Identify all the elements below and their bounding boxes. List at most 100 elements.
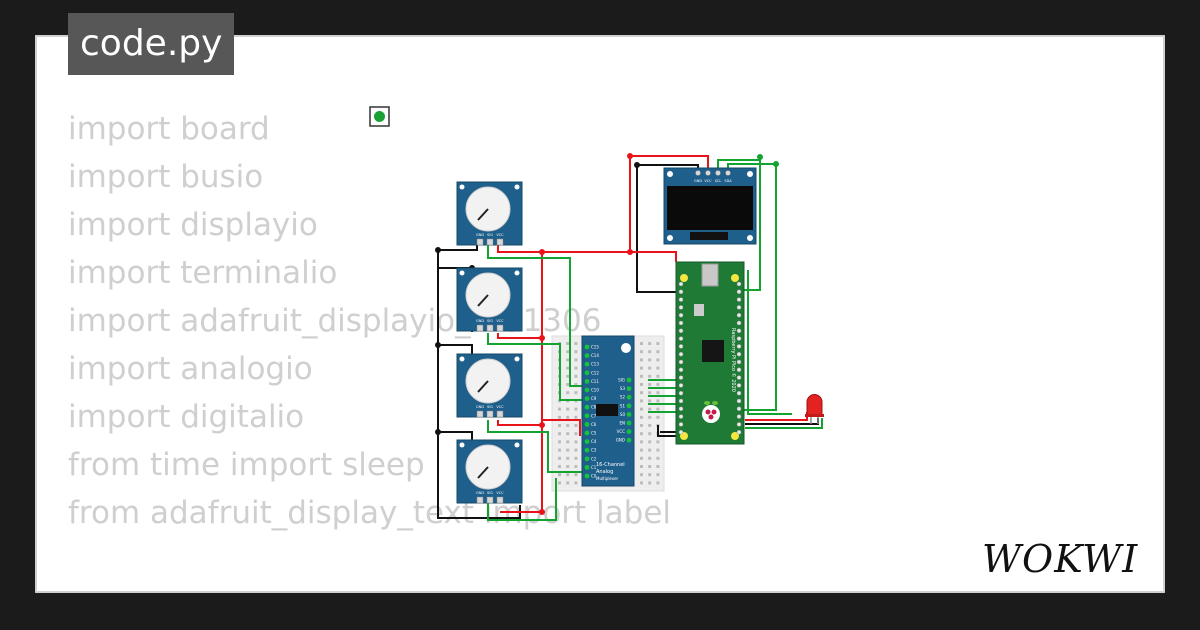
pico-pin[interactable] bbox=[678, 320, 684, 326]
mux-pin[interactable] bbox=[584, 396, 590, 401]
pico-pin[interactable] bbox=[678, 305, 684, 310]
pico-pin[interactable] bbox=[678, 367, 684, 373]
analog-multiplexer[interactable]: C15C14C13C12C11C10C9C8C7C6C5C4C3C2C1C0SI… bbox=[581, 335, 635, 487]
pico-pin[interactable] bbox=[678, 351, 684, 357]
pico-pin[interactable] bbox=[678, 281, 684, 287]
pico-pin[interactable] bbox=[678, 344, 684, 349]
pico-pin[interactable] bbox=[736, 359, 742, 365]
pot-pin[interactable] bbox=[486, 496, 494, 504]
mux-pin[interactable] bbox=[584, 413, 590, 419]
mux-pin[interactable] bbox=[626, 437, 632, 443]
mux-pin[interactable] bbox=[626, 412, 632, 417]
pico-pin[interactable] bbox=[736, 289, 742, 295]
pico-pin[interactable] bbox=[678, 328, 684, 334]
pico-pin[interactable] bbox=[678, 398, 684, 404]
mux-pin[interactable] bbox=[584, 456, 590, 462]
pico-pin[interactable] bbox=[736, 367, 742, 373]
oled-pin[interactable] bbox=[695, 170, 701, 176]
pico-pin[interactable] bbox=[678, 289, 684, 295]
pico-pin[interactable] bbox=[678, 359, 684, 365]
pot-pin[interactable] bbox=[496, 410, 504, 418]
breadboard-hole bbox=[574, 432, 578, 436]
oled-pin[interactable] bbox=[705, 170, 711, 176]
pico-pin[interactable] bbox=[736, 328, 742, 334]
red-led[interactable] bbox=[805, 394, 824, 424]
mux-pin[interactable] bbox=[626, 386, 632, 391]
mux-pin[interactable] bbox=[626, 403, 632, 409]
pico-pin[interactable] bbox=[736, 305, 742, 310]
pot-pin[interactable] bbox=[476, 324, 484, 332]
pot-pin[interactable] bbox=[476, 238, 484, 246]
mux-pin[interactable] bbox=[584, 430, 590, 436]
mux-pin[interactable] bbox=[626, 394, 632, 400]
file-tab[interactable]: code.py bbox=[68, 13, 235, 75]
breadboard-hole bbox=[574, 456, 578, 460]
mux-pin[interactable] bbox=[584, 344, 590, 350]
mux-pin[interactable] bbox=[584, 447, 590, 453]
pico-pin[interactable] bbox=[678, 414, 684, 419]
pico-pin[interactable] bbox=[678, 383, 684, 388]
pico-pin[interactable] bbox=[736, 281, 742, 287]
pot-pin[interactable] bbox=[476, 410, 484, 418]
mux-pin[interactable] bbox=[584, 465, 590, 470]
pico-pin[interactable] bbox=[736, 422, 742, 427]
pico-pin[interactable] bbox=[678, 312, 684, 318]
pico-pin[interactable] bbox=[678, 429, 684, 435]
pot-pin[interactable] bbox=[486, 324, 494, 332]
pico-pin[interactable] bbox=[678, 422, 684, 427]
pot-pin[interactable] bbox=[486, 410, 494, 418]
oled-pin[interactable] bbox=[725, 170, 731, 176]
pico-pin[interactable] bbox=[736, 414, 742, 419]
code-line: import board bbox=[68, 111, 270, 147]
mux-pin[interactable] bbox=[584, 404, 590, 410]
pico-pin[interactable] bbox=[678, 297, 684, 302]
pot-pin[interactable] bbox=[486, 238, 494, 246]
mux-pin[interactable] bbox=[584, 473, 590, 479]
mux-pin[interactable] bbox=[584, 370, 590, 376]
mux-pin-label: C1 bbox=[591, 465, 597, 470]
pico-pin[interactable] bbox=[736, 398, 742, 404]
pico-pin[interactable] bbox=[736, 320, 742, 326]
pot-pin[interactable] bbox=[496, 238, 504, 246]
raspberry-pi-pico[interactable]: Raspberry Pi Pico © 2020 bbox=[675, 261, 745, 445]
pot-pin[interactable] bbox=[496, 496, 504, 504]
mux-pin[interactable] bbox=[626, 420, 632, 426]
pico-pin[interactable] bbox=[736, 344, 742, 349]
mux-pin[interactable] bbox=[584, 439, 590, 444]
mux-pin[interactable] bbox=[584, 387, 590, 393]
pico-pin[interactable] bbox=[678, 336, 684, 341]
pico-pin[interactable] bbox=[678, 390, 684, 396]
pico-pin[interactable] bbox=[736, 383, 742, 388]
pico-pin[interactable] bbox=[736, 375, 742, 380]
pico-pin[interactable] bbox=[736, 351, 742, 357]
mux-pin[interactable] bbox=[584, 361, 590, 367]
pico-pin[interactable] bbox=[736, 312, 742, 318]
pico-pin[interactable] bbox=[678, 375, 684, 380]
pushbutton-icon[interactable] bbox=[369, 106, 390, 127]
pico-pin[interactable] bbox=[736, 336, 742, 341]
pico-pin[interactable] bbox=[678, 406, 684, 412]
pot-pin[interactable] bbox=[496, 324, 504, 332]
breadboard-hole bbox=[656, 383, 660, 386]
mux-pin-label: S1 bbox=[620, 403, 626, 408]
pico-pin[interactable] bbox=[736, 390, 742, 396]
pico-pin[interactable] bbox=[736, 297, 742, 302]
mux-pin[interactable] bbox=[626, 377, 632, 383]
mux-pin[interactable] bbox=[584, 379, 590, 384]
breadboard-hole bbox=[574, 473, 578, 477]
mux-pin[interactable] bbox=[626, 429, 632, 434]
mux-pin[interactable] bbox=[584, 422, 590, 427]
pico-pin[interactable] bbox=[736, 429, 742, 435]
breadboard-hole bbox=[640, 358, 643, 362]
pico-pin[interactable] bbox=[736, 406, 742, 412]
code-line: i2c = busio.I2C(board.GP1, board.GP0) bbox=[68, 585, 671, 593]
breadboard-hole bbox=[640, 391, 643, 395]
mux-pin[interactable] bbox=[584, 353, 590, 358]
oled-pin[interactable] bbox=[715, 170, 721, 176]
pot-pin[interactable] bbox=[476, 496, 484, 504]
